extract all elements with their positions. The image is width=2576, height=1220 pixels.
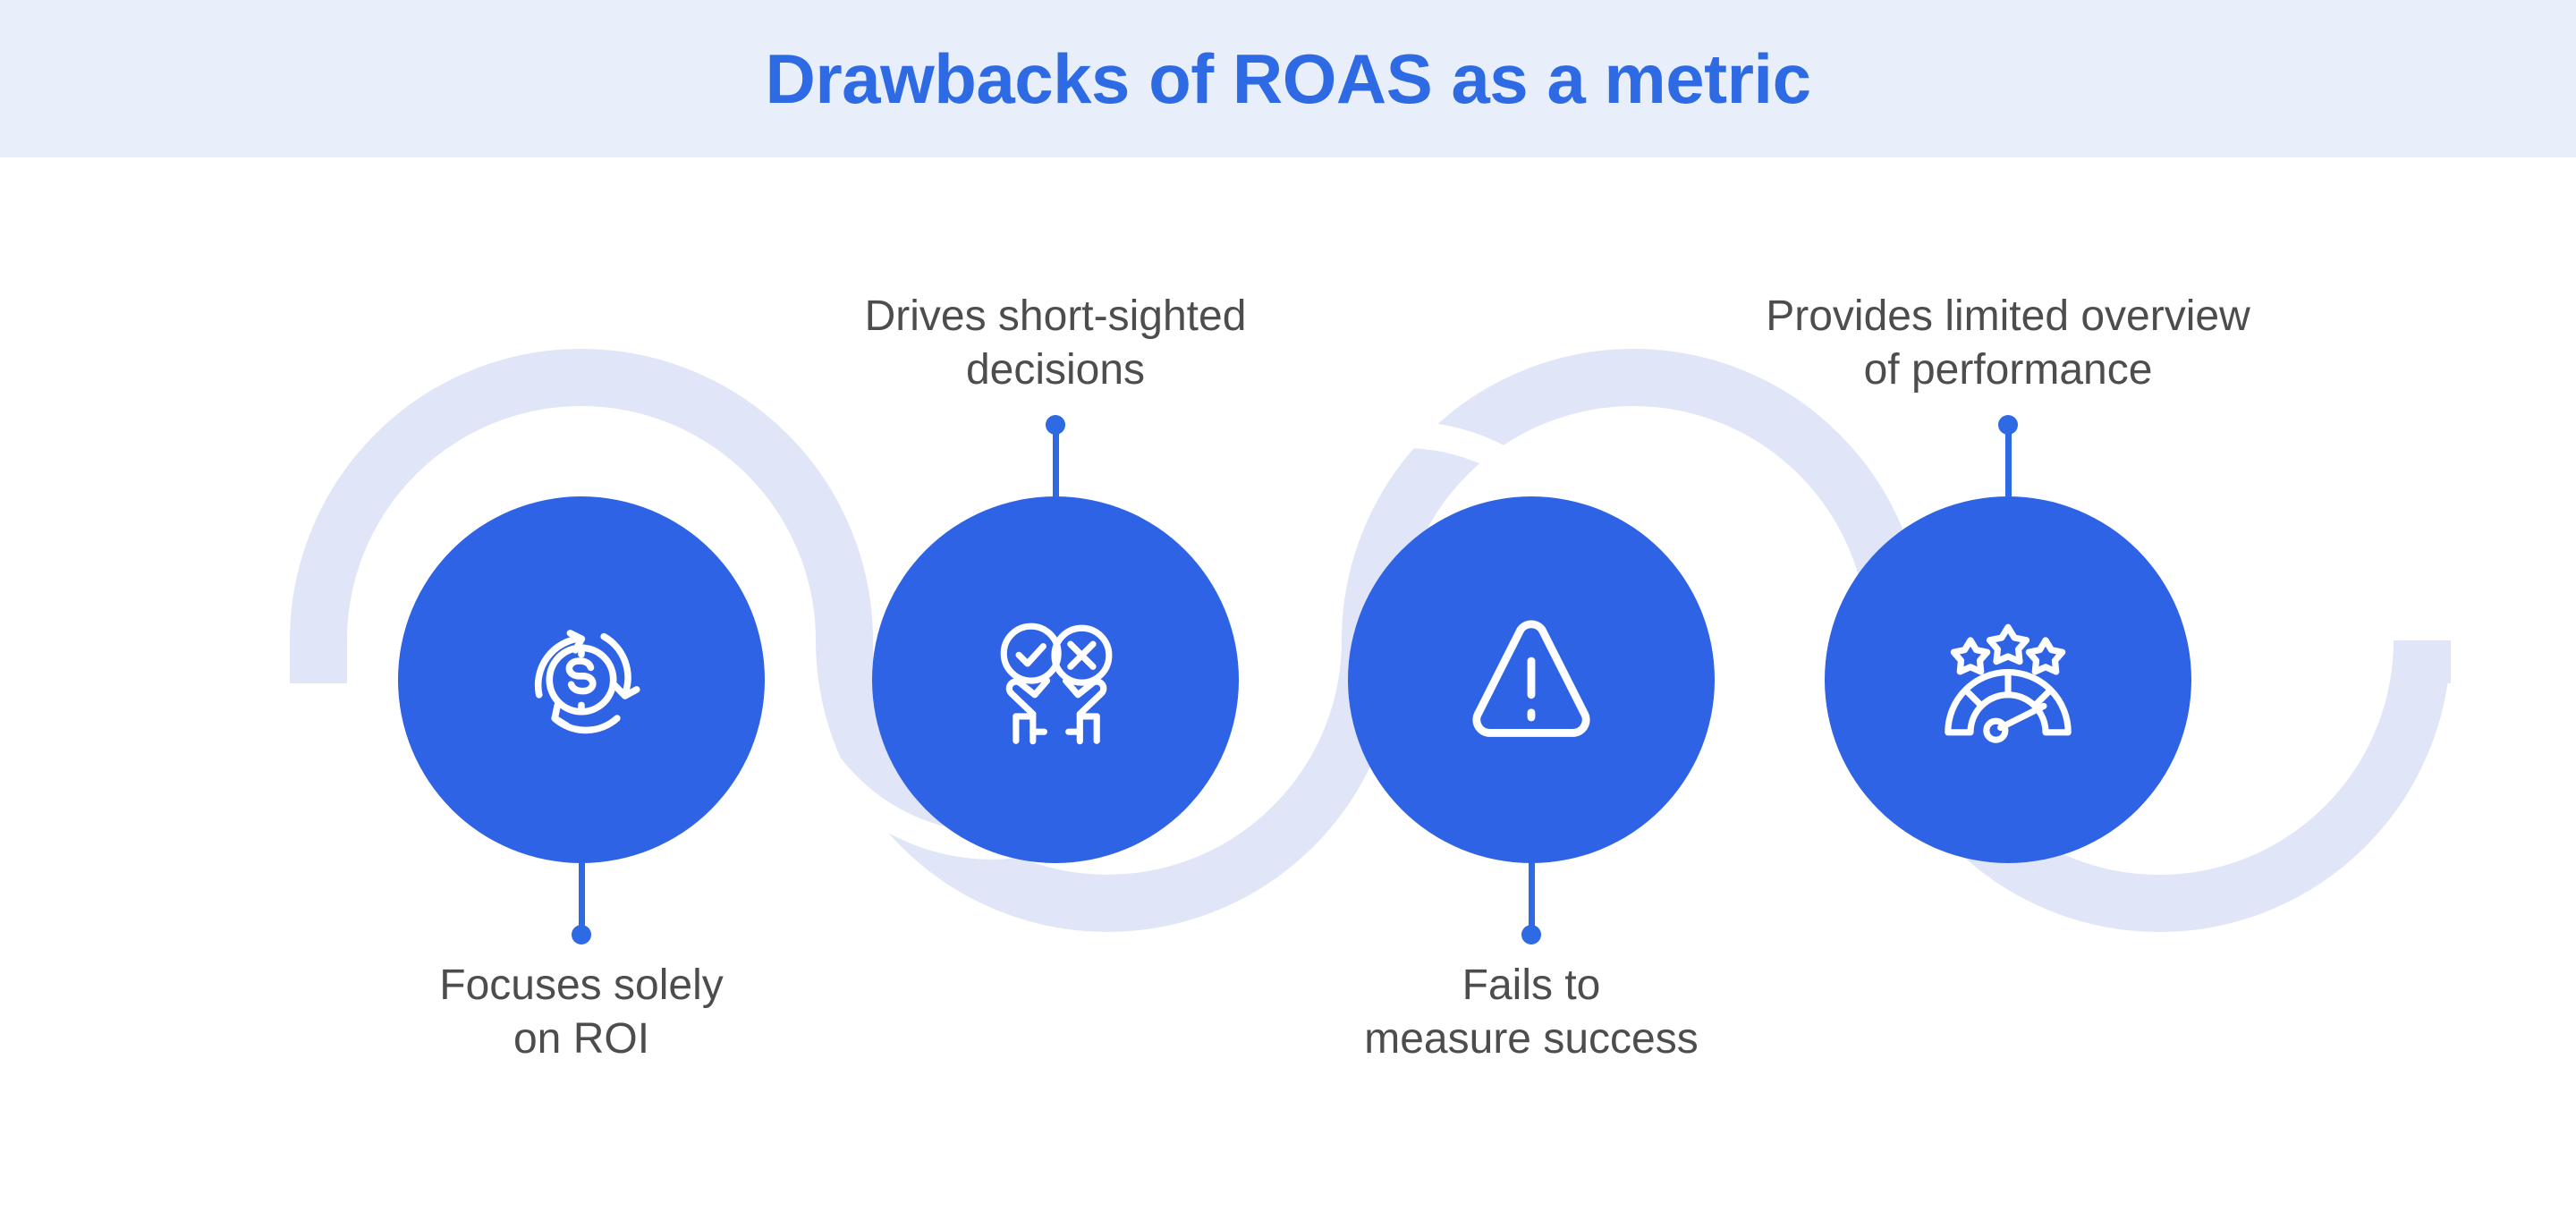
icon-bubble[interactable] — [872, 496, 1239, 863]
header-band: Drawbacks of ROAS as a metric — [0, 0, 2576, 157]
icon-bubble[interactable] — [1825, 496, 2191, 863]
connector-dot — [1521, 925, 1541, 945]
diagram-stage: Focuses solely on ROI — [0, 157, 2576, 1220]
performance-gauge-icon — [1945, 623, 2072, 743]
connector-stem — [1052, 422, 1059, 497]
icon-bubble[interactable] — [398, 496, 765, 863]
warning-triangle-icon — [1472, 620, 1590, 737]
page-title: Drawbacks of ROAS as a metric — [765, 39, 1811, 118]
connector-stem — [578, 862, 585, 937]
node-label: Provides limited overview of performance — [1766, 292, 2250, 394]
money-cycle-icon — [534, 630, 640, 734]
icon-bubble[interactable] — [1348, 496, 1715, 863]
connector-stem — [1528, 862, 1535, 937]
hands-check-cross-icon — [1000, 623, 1113, 745]
connector-dot — [1998, 415, 2018, 435]
node-label: Focuses solely on ROI — [439, 962, 724, 1063]
node-label: Drives short-sighted decisions — [864, 292, 1247, 394]
connector-dot — [1046, 415, 1065, 435]
node-label: Fails to measure success — [1364, 962, 1699, 1063]
connector-stem — [2004, 422, 2012, 497]
connector-dot — [572, 925, 591, 945]
